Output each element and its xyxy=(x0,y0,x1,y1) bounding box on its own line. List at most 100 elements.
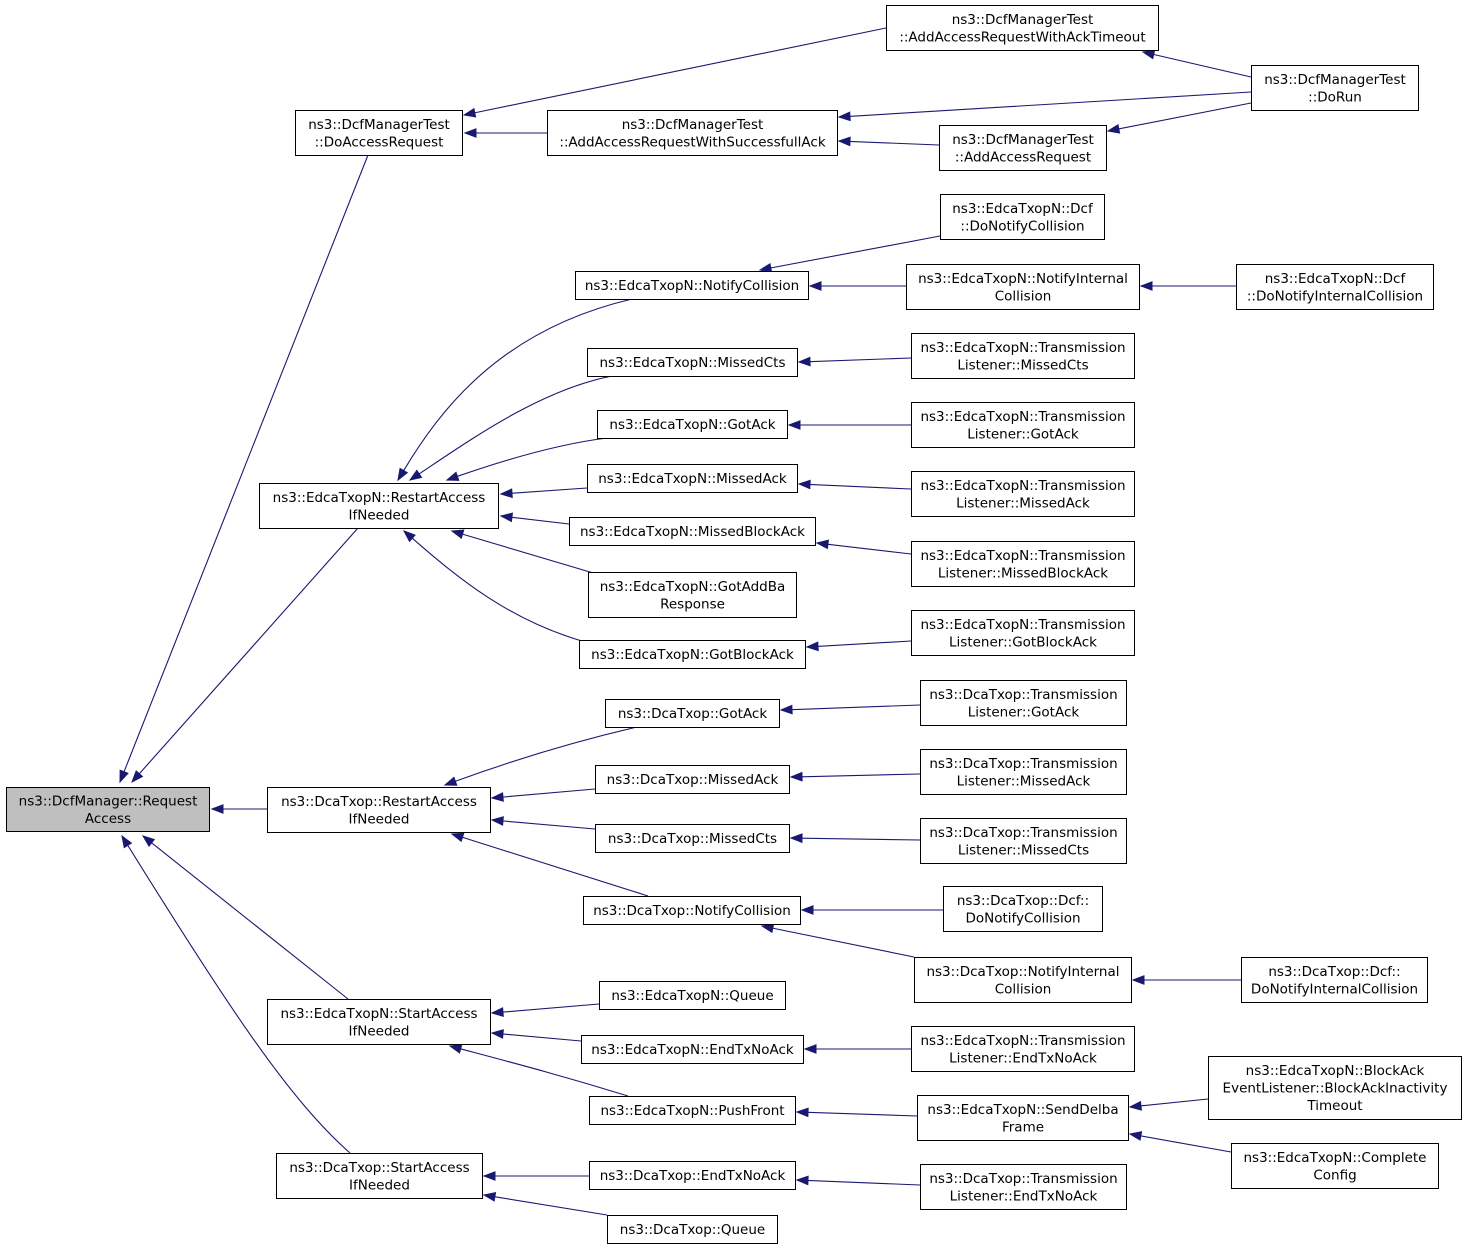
node-label-line: ns3::DcaTxop::Transmission xyxy=(929,687,1117,703)
arrowhead-icon xyxy=(499,488,513,499)
node-label-line: Listener::EndTxNoAck xyxy=(949,1050,1097,1066)
node-edca-pushfront[interactable]: ns3::EdcaTxopN::PushFront xyxy=(589,1096,796,1125)
node-label-line: ns3::EdcaTxopN::StartAccess xyxy=(280,1006,477,1022)
node-edca-missedack[interactable]: ns3::EdcaTxopN::MissedAck xyxy=(587,464,798,493)
node-label-line: ns3::DcaTxop::Transmission xyxy=(929,756,1117,772)
node-dcfmt-addaccessrequest[interactable]: ns3::DcfManagerTest::AddAccessRequest xyxy=(939,125,1107,171)
node-dcfmt-addreq-acktimeout[interactable]: ns3::DcfManagerTest::AddAccessRequestWit… xyxy=(886,5,1159,51)
node-edca-tl-endtxnoack[interactable]: ns3::EdcaTxopN::TransmissionListener::En… xyxy=(911,1026,1135,1072)
node-label-line: ns3::DcaTxop::MissedCts xyxy=(608,831,777,847)
node-label-line: ns3::EdcaTxopN::MissedAck xyxy=(598,471,787,487)
node-edca-bael-inactivitytimeout[interactable]: ns3::EdcaTxopN::BlockAckEventListener::B… xyxy=(1208,1056,1462,1120)
arrowhead-icon xyxy=(482,1191,497,1202)
arrowhead-icon xyxy=(789,833,803,844)
node-dca-gotack[interactable]: ns3::DcaTxop::GotAck xyxy=(605,699,780,728)
node-label-line: ns3::DcaTxop::Transmission xyxy=(929,825,1117,841)
arrowhead-icon xyxy=(758,263,773,273)
node-label-line: ns3::DcaTxop::NotifyInternal xyxy=(926,964,1119,980)
node-label-line: EventListener::BlockAckInactivity xyxy=(1223,1081,1448,1097)
node-box xyxy=(595,824,790,853)
edge-line xyxy=(1152,53,1252,78)
edge-line xyxy=(848,91,1252,117)
node-box xyxy=(920,1164,1127,1210)
node-edca-tl-gotblockack[interactable]: ns3::EdcaTxopN::TransmissionListener::Go… xyxy=(911,610,1135,656)
arrowhead-icon xyxy=(837,136,851,147)
node-edca-tl-gotack[interactable]: ns3::EdcaTxopN::TransmissionListener::Go… xyxy=(911,402,1135,448)
node-label-line: ns3::EdcaTxopN::Dcf xyxy=(952,201,1094,217)
node-dca-notifyinternalcollision[interactable]: ns3::DcaTxop::NotifyInternalCollision xyxy=(914,957,1132,1003)
edge-edca_bael_inactivitytimeout-to-edca_senddelbaframe xyxy=(1128,1098,1209,1111)
node-edca-missedcts[interactable]: ns3::EdcaTxopN::MissedCts xyxy=(587,348,798,377)
node-edca-missedblockack[interactable]: ns3::EdcaTxopN::MissedBlockAck xyxy=(569,517,816,546)
edge-dca_missedack-to-dca_restartaccess xyxy=(490,788,596,802)
node-label-line: ns3::DcaTxop::GotAck xyxy=(618,706,768,722)
node-dca-tl-gotack[interactable]: ns3::DcaTxop::TransmissionListener::GotA… xyxy=(920,680,1127,726)
arrowhead-icon xyxy=(482,1171,496,1181)
node-edca-tl-missedcts[interactable]: ns3::EdcaTxopN::TransmissionListener::Mi… xyxy=(911,333,1135,379)
edge-edca_gotblockack-to-edca_restartaccess xyxy=(402,530,583,642)
edge-line xyxy=(123,154,369,773)
node-label-line: IfNeeded xyxy=(349,811,410,827)
edge-edca_dcf_donotifyinternalcollision-to-edca_notifyinternalcollision xyxy=(1139,281,1236,291)
edge-edca_senddelbaframe-to-edca_pushfront xyxy=(795,1107,918,1118)
node-dcfmt-addreq-successack[interactable]: ns3::DcfManagerTest::AddAccessRequestWit… xyxy=(547,110,838,156)
node-label-line: ns3::EdcaTxopN::Transmission xyxy=(920,1033,1125,1049)
node-box xyxy=(6,787,210,832)
node-dca-tl-missedcts[interactable]: ns3::DcaTxop::TransmissionListener::Miss… xyxy=(920,818,1127,864)
node-box xyxy=(259,483,499,529)
node-dcfmt-dorun[interactable]: ns3::DcfManagerTest::DoRun xyxy=(1251,65,1419,111)
node-edca-tl-missedblockack[interactable]: ns3::EdcaTxopN::TransmissionListener::Mi… xyxy=(911,541,1135,587)
node-dca-notifycollision[interactable]: ns3::DcaTxop::NotifyCollision xyxy=(583,896,801,925)
node-dca-missedack[interactable]: ns3::DcaTxop::MissedAck xyxy=(595,765,790,794)
edge-line xyxy=(510,516,570,525)
node-label-line: Access xyxy=(85,811,131,827)
node-dca-tl-missedack[interactable]: ns3::DcaTxop::TransmissionListener::Miss… xyxy=(920,749,1127,795)
node-edca-notifycollision[interactable]: ns3::EdcaTxopN::NotifyCollision xyxy=(575,271,809,300)
node-dca-missedcts[interactable]: ns3::DcaTxop::MissedCts xyxy=(595,824,790,853)
edge-line xyxy=(816,640,912,647)
node-dca-tl-endtxnoack[interactable]: ns3::DcaTxop::TransmissionListener::EndT… xyxy=(920,1164,1127,1210)
node-label-line: ns3::EdcaTxopN::PushFront xyxy=(600,1103,784,1119)
node-edca-dcf-donotifyinternalcollision[interactable]: ns3::EdcaTxopN::Dcf::DoNotifyInternalCol… xyxy=(1236,264,1434,310)
node-box xyxy=(589,1161,796,1190)
arrowhead-icon xyxy=(119,769,129,784)
edge-edca_gotaddbaresponse-to-edca_restartaccess xyxy=(450,529,601,576)
node-dca-dcf-donotifyinternalcollision[interactable]: ns3::DcaTxop::Dcf::DoNotifyInternalColli… xyxy=(1241,957,1428,1003)
node-edca-gotack[interactable]: ns3::EdcaTxopN::GotAck xyxy=(597,410,788,439)
edge-edca_pushfront-to-edca_startaccess xyxy=(448,1044,629,1097)
arrowhead-icon xyxy=(450,832,465,843)
edge-dca_notifycollision-to-dca_restartaccess xyxy=(450,832,649,897)
node-label-line: ns3::EdcaTxopN::NotifyCollision xyxy=(585,278,799,294)
node-box xyxy=(587,348,798,377)
arrowhead-icon xyxy=(803,1044,817,1054)
node-edca-notifyinternalcollision[interactable]: ns3::EdcaTxopN::NotifyInternalCollision xyxy=(906,264,1140,310)
node-box xyxy=(587,464,798,493)
arrowhead-icon xyxy=(1141,49,1156,60)
edge-line xyxy=(1139,1098,1209,1107)
node-dca-queue[interactable]: ns3::DcaTxop::Queue xyxy=(607,1215,778,1244)
node-box xyxy=(943,886,1103,932)
arrowhead-icon xyxy=(797,479,811,490)
node-label-line: ns3::DcaTxop::EndTxNoAck xyxy=(600,1168,786,1184)
node-dcfmt-doaccessrequest[interactable]: ns3::DcfManagerTest::DoAccessRequest xyxy=(295,110,463,156)
edge-dca_missedcts-to-dca_restartaccess xyxy=(490,816,596,830)
node-dca-endtxnoack[interactable]: ns3::DcaTxop::EndTxNoAck xyxy=(589,1161,796,1190)
node-edca-gotblockack[interactable]: ns3::EdcaTxopN::GotBlockAck xyxy=(579,640,806,669)
node-dca-dcf-donotifycollision[interactable]: ns3::DcaTxop::Dcf::DoNotifyCollision xyxy=(943,886,1103,932)
node-edca-tl-missedack[interactable]: ns3::EdcaTxopN::TransmissionListener::Mi… xyxy=(911,471,1135,517)
node-edca-queue[interactable]: ns3::EdcaTxopN::Queue xyxy=(599,981,786,1010)
node-edca-dcf-donotifycollision[interactable]: ns3::EdcaTxopN::Dcf::DoNotifyCollision xyxy=(940,194,1105,240)
node-label-line: ns3::DcaTxop::RestartAccess xyxy=(281,794,477,810)
node-edca-endtxnoack[interactable]: ns3::EdcaTxopN::EndTxNoAck xyxy=(581,1035,804,1064)
edge-dca_tl_endtxnoack-to-dca_endtxnoack xyxy=(795,1175,921,1186)
node-label-line: Frame xyxy=(1002,1119,1044,1135)
edge-dca_tl_missedcts-to-dca_missedcts xyxy=(789,833,921,844)
